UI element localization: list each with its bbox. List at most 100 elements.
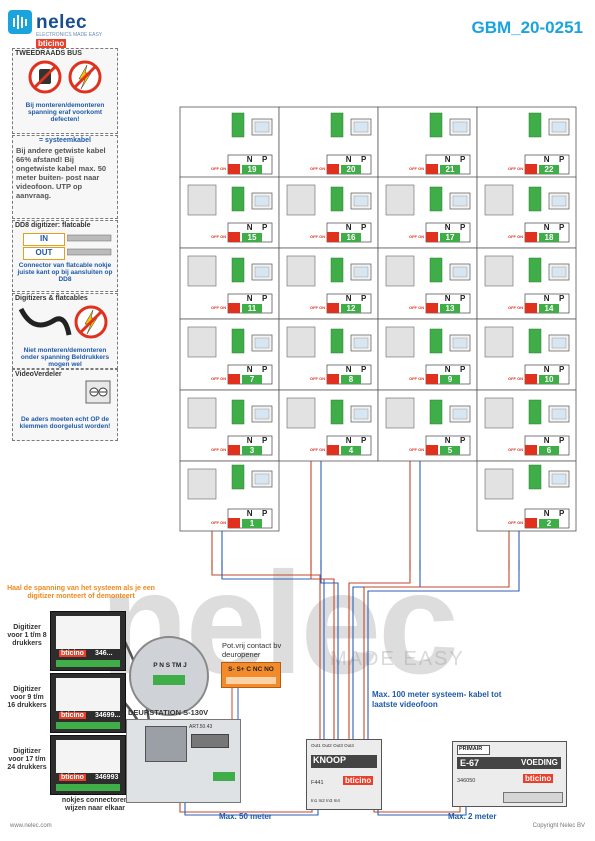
terminal-module <box>231 257 245 283</box>
videophone-screen <box>353 195 369 207</box>
np-p: P <box>360 436 367 445</box>
terminal-module <box>231 328 245 354</box>
unit-number: 21 <box>445 165 455 174</box>
onoff-switch <box>426 232 438 242</box>
offon-label: OFF ON <box>409 234 425 239</box>
np-p: P <box>459 155 466 164</box>
bus-card-text: Bij monteren/demonteren spanning eraf vo… <box>25 102 105 123</box>
cable-card: = systeemkabel Bij andere getwiste kabel… <box>12 135 118 219</box>
terminal-module <box>528 328 542 354</box>
np-n: N <box>246 294 253 303</box>
unit-number-bg <box>539 519 559 528</box>
terminal-module <box>231 186 245 212</box>
max-2-note: Max. 2 meter <box>448 812 497 821</box>
unit-number-bg <box>341 375 361 384</box>
contact-title: Pot.vrij contact bv deuropener <box>222 641 282 659</box>
onoff-switch <box>525 518 537 528</box>
max-50-note: Max. 50 meter <box>219 812 272 821</box>
videophone-screen <box>353 408 369 420</box>
terminal-module <box>231 399 245 425</box>
partner-logo: bticino <box>36 39 67 48</box>
unit-number-bg <box>539 165 559 174</box>
unit-number: 14 <box>544 304 554 313</box>
verdeler-terminal-icon <box>85 380 111 404</box>
offon-label: OFF ON <box>211 447 227 452</box>
np-n: N <box>444 155 451 164</box>
video-distributor-icon <box>385 255 415 287</box>
knoop-out4: Out4 <box>344 743 354 748</box>
np-n: N <box>345 365 352 374</box>
digitizer-1-terminals <box>56 660 120 667</box>
np-p: P <box>459 294 466 303</box>
offon-label: OFF ON <box>508 376 524 381</box>
videophone-screen <box>452 408 468 420</box>
riser-to-knoop-wire <box>310 560 335 740</box>
knoop-in3: In3 <box>326 798 333 803</box>
video-distributor-icon <box>385 326 415 358</box>
door-station: ART.50.43 <box>126 719 241 803</box>
bus-card-title: TWEEDRAADS BUS <box>15 50 82 57</box>
onoff-switch <box>525 164 537 174</box>
riser-to-knoop-wire <box>363 560 510 740</box>
verdeler-card: VideoVerdeler De aders moeten echt OP de… <box>12 369 118 441</box>
digitizer-2-terminals <box>56 722 120 729</box>
unit-number-bg <box>440 446 460 455</box>
digitizer-1-brand: bticino <box>59 650 86 657</box>
digitizer-2: bticino 34699... <box>50 673 126 733</box>
np-p: P <box>261 155 268 164</box>
np-p: P <box>558 223 565 232</box>
video-distributor-icon <box>484 397 514 429</box>
np-n: N <box>246 223 253 232</box>
onoff-switch <box>426 445 438 455</box>
door-station-display <box>191 734 229 748</box>
video-distributor-icon <box>484 468 514 500</box>
door-to-knoop-wire <box>179 800 313 813</box>
np-p: P <box>459 223 466 232</box>
contact-block: S- S+ C NC NO <box>221 662 281 688</box>
onoff-switch <box>327 164 339 174</box>
onoff-switch <box>525 374 537 384</box>
riser-to-knoop-wire <box>348 560 411 740</box>
np-n: N <box>345 155 352 164</box>
np-n: N <box>543 365 550 374</box>
terminal-module <box>231 112 245 138</box>
np-p: P <box>360 294 367 303</box>
video-distributor-icon <box>187 184 217 216</box>
psu-part: 346050 <box>457 778 476 784</box>
terminal-module <box>528 257 542 283</box>
np-p: P <box>558 436 565 445</box>
unit-number-bg <box>440 304 460 313</box>
video-distributor-icon <box>385 184 415 216</box>
onoff-switch <box>228 164 240 174</box>
videophone-screen <box>452 121 468 133</box>
knoop-part: F441 <box>311 780 324 786</box>
unit-number-bg <box>242 165 262 174</box>
terminal-module <box>429 399 443 425</box>
brand-name: nelec <box>36 12 88 33</box>
onoff-switch <box>327 445 339 455</box>
videophone-screen <box>254 337 270 349</box>
videophone-screen <box>551 195 567 207</box>
contact-screws <box>226 677 276 684</box>
unit-number: 6 <box>546 446 552 455</box>
np-p: P <box>558 509 565 518</box>
digitizer-3-brand: bticino <box>59 774 86 781</box>
unit-number: 11 <box>247 304 257 313</box>
videophone-screen <box>254 408 270 420</box>
document-id: GBM_20-0251 <box>471 18 583 37</box>
np-p: P <box>558 294 565 303</box>
video-distributor-icon <box>286 184 316 216</box>
power-off-note: Haal de spanning van het systeem als je … <box>7 585 155 600</box>
unit-number: 13 <box>445 304 455 313</box>
knoop-out3: Out3 <box>333 743 343 748</box>
offon-label: OFF ON <box>409 166 425 171</box>
video-distributor-icon <box>286 397 316 429</box>
offon-label: OFF ON <box>211 305 227 310</box>
nelec-logo: nelec ELECTRONICS MADE EASY bticino <box>8 8 108 48</box>
